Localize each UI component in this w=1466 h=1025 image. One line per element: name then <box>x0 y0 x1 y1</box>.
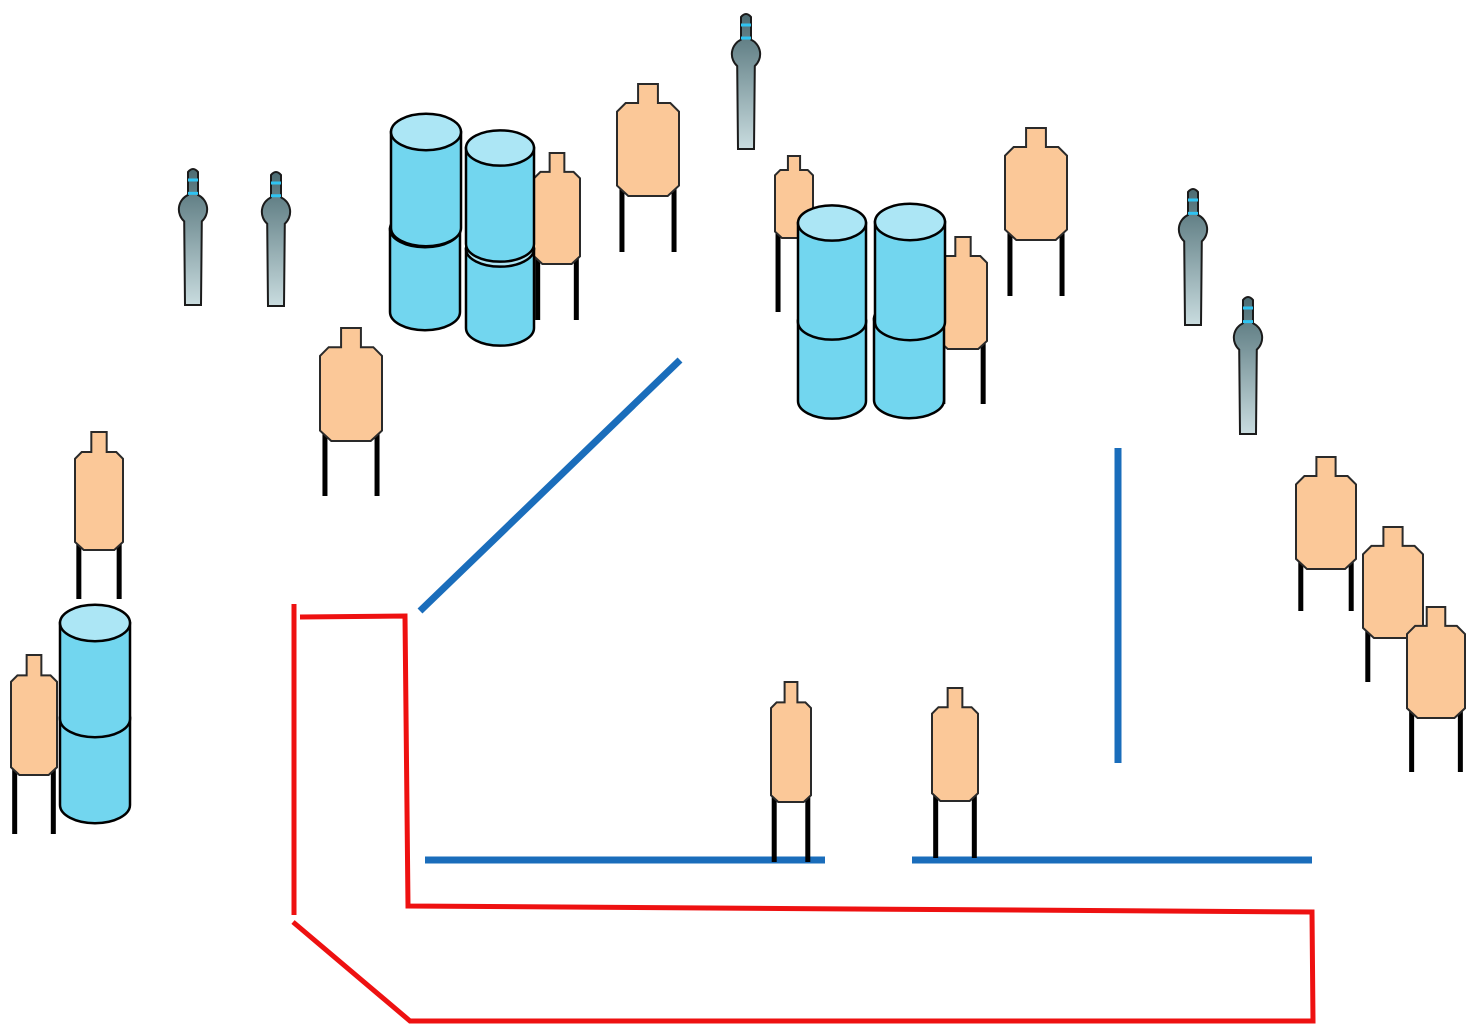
steel-targets <box>177 13 1264 435</box>
barrel-far-left-top <box>58 603 132 739</box>
targets-and-barrels <box>10 83 1466 862</box>
paper-target-body <box>1295 456 1357 570</box>
steel-popper-1 <box>177 168 209 306</box>
steel-popper-5 <box>1232 296 1264 435</box>
barrel-side <box>873 220 947 342</box>
barrel-top <box>58 603 132 643</box>
steel-popper-3 <box>730 13 762 150</box>
paper-target-behind-barrels-left <box>533 152 581 320</box>
steel-popper-2 <box>260 171 292 307</box>
barrel-side <box>388 227 462 332</box>
wall-diagonal <box>417 357 683 614</box>
paper-target-body <box>931 687 979 802</box>
barrel-top <box>796 204 868 242</box>
barrel-side <box>58 716 132 825</box>
paper-target-body <box>533 152 581 265</box>
steel-popper-body <box>730 13 762 150</box>
paper-target-body <box>319 327 383 442</box>
paper-target-far-left-upper <box>74 431 124 599</box>
barrel-side <box>796 221 868 341</box>
steel-popper-body <box>177 168 209 306</box>
paper-target-top-center <box>616 83 680 252</box>
barrel-right-2-top <box>873 202 947 342</box>
barrel-top <box>464 129 536 167</box>
steel-popper-body <box>1232 296 1264 435</box>
paper-target-right-3 <box>1406 606 1466 772</box>
paper-target-bottom-2 <box>931 687 979 858</box>
fault-lines <box>291 604 1316 1024</box>
paper-target-far-left-lower <box>10 654 58 834</box>
paper-target-body <box>74 431 124 551</box>
paper-target-top-right <box>1004 127 1068 296</box>
fault-line-inner <box>291 613 1316 1024</box>
barrel-side <box>464 146 536 263</box>
paper-target-mid-left <box>319 327 383 496</box>
steel-popper-body <box>260 171 292 307</box>
barrel-side <box>796 319 868 420</box>
paper-target-bottom-1 <box>770 681 812 862</box>
barrel-right-1-top <box>796 204 868 341</box>
barrel-left-back-top <box>389 112 463 248</box>
paper-target-body <box>1362 526 1424 639</box>
paper-target-body <box>1004 127 1068 241</box>
paper-target-body <box>616 83 680 197</box>
barrel-side <box>872 317 946 420</box>
paper-target-body <box>10 654 58 776</box>
steel-popper-body <box>1177 188 1209 326</box>
walls <box>417 357 1312 864</box>
paper-target-body <box>1406 606 1466 719</box>
paper-target-right-1 <box>1295 456 1357 611</box>
barrel-top <box>389 112 463 152</box>
barrel-side <box>389 130 463 248</box>
steel-popper-4 <box>1177 188 1209 326</box>
paper-target-body <box>770 681 812 803</box>
barrel-side <box>464 247 536 347</box>
barrel-side <box>58 621 132 739</box>
barrel-left-front-top <box>464 129 536 263</box>
barrel-top <box>873 202 947 242</box>
